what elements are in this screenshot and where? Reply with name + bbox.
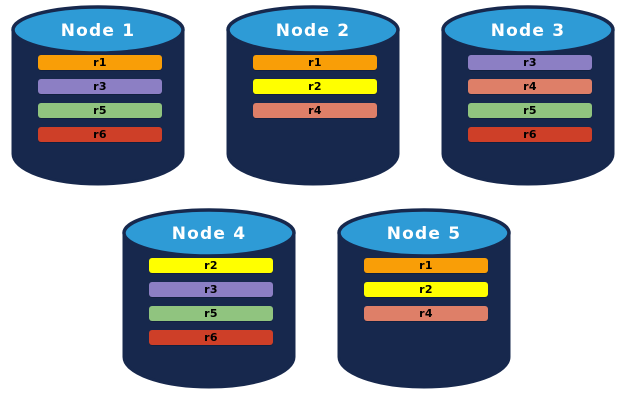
replica-bar[interactable]: r4 bbox=[364, 306, 488, 321]
replica-label: r5 bbox=[93, 104, 107, 117]
replica-bar[interactable]: r3 bbox=[468, 55, 592, 70]
replica-label: r1 bbox=[308, 56, 322, 69]
replica-bar[interactable]: r6 bbox=[149, 330, 273, 345]
replica-label: r6 bbox=[93, 128, 107, 141]
replica-bar[interactable]: r1 bbox=[253, 55, 377, 70]
replica-bar[interactable]: r4 bbox=[468, 79, 592, 94]
replica-label: r2 bbox=[204, 259, 218, 272]
node-cylinder-3[interactable]: Node 3 r3 r4 r5 r6 bbox=[441, 4, 615, 186]
replica-bar[interactable]: r2 bbox=[149, 258, 273, 273]
replica-bar[interactable]: r1 bbox=[38, 55, 162, 70]
replica-list: r1 r3 r5 r6 bbox=[38, 55, 162, 151]
replica-list: r1 r2 r4 bbox=[253, 55, 377, 127]
replica-label: r1 bbox=[93, 56, 107, 69]
node-cylinder-5[interactable]: Node 5 r1 r2 r4 bbox=[337, 207, 511, 389]
replica-label: r6 bbox=[204, 331, 218, 344]
replica-label: r3 bbox=[204, 283, 218, 296]
replica-label: r2 bbox=[419, 283, 433, 296]
replica-bar[interactable]: r5 bbox=[149, 306, 273, 321]
replica-bar[interactable]: r3 bbox=[38, 79, 162, 94]
replica-bar[interactable]: r6 bbox=[468, 127, 592, 142]
replica-label: r5 bbox=[523, 104, 537, 117]
replica-list: r1 r2 r4 bbox=[364, 258, 488, 330]
replica-label: r6 bbox=[523, 128, 537, 141]
replica-bar[interactable]: r5 bbox=[38, 103, 162, 118]
replica-label: r1 bbox=[419, 259, 433, 272]
replica-label: r4 bbox=[308, 104, 322, 117]
replica-label: r4 bbox=[523, 80, 537, 93]
replica-label: r3 bbox=[93, 80, 107, 93]
replica-bar[interactable]: r6 bbox=[38, 127, 162, 142]
replica-label: r5 bbox=[204, 307, 218, 320]
node-cylinder-4[interactable]: Node 4 r2 r3 r5 r6 bbox=[122, 207, 296, 389]
replica-label: r2 bbox=[308, 80, 322, 93]
replica-label: r4 bbox=[419, 307, 433, 320]
replica-bar[interactable]: r2 bbox=[253, 79, 377, 94]
replica-bar[interactable]: r1 bbox=[364, 258, 488, 273]
replica-list: r3 r4 r5 r6 bbox=[468, 55, 592, 151]
node-cylinder-2[interactable]: Node 2 r1 r2 r4 bbox=[226, 4, 400, 186]
replica-bar[interactable]: r2 bbox=[364, 282, 488, 297]
replica-bar[interactable]: r3 bbox=[149, 282, 273, 297]
node-cylinder-1[interactable]: Node 1 r1 r3 r5 r6 bbox=[11, 4, 185, 186]
replica-bar[interactable]: r4 bbox=[253, 103, 377, 118]
replica-list: r2 r3 r5 r6 bbox=[149, 258, 273, 354]
replica-label: r3 bbox=[523, 56, 537, 69]
replica-bar[interactable]: r5 bbox=[468, 103, 592, 118]
